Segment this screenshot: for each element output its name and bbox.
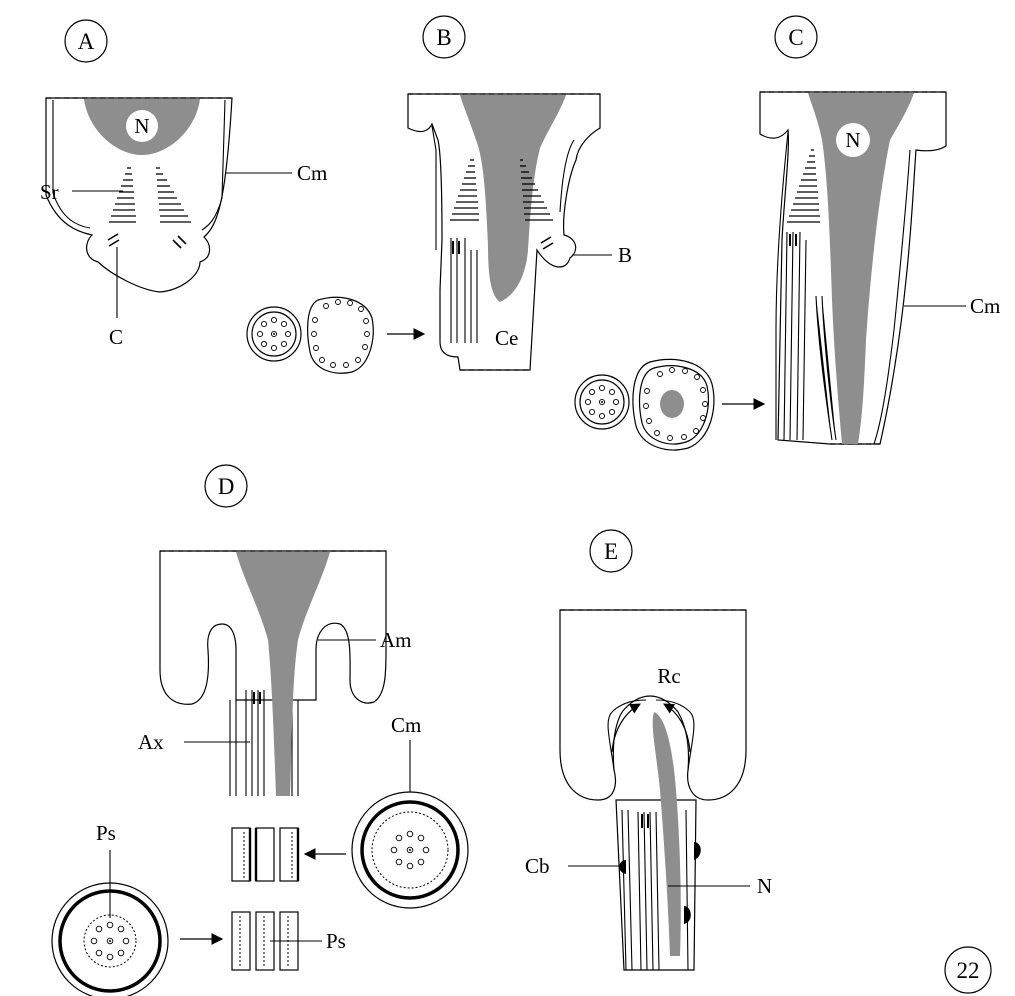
panel-e-rc-label: Rc	[657, 664, 680, 688]
panel-e: E Rc Cb N	[525, 530, 772, 970]
panel-c-label: C	[788, 25, 803, 50]
panel-b: B	[247, 16, 632, 373]
panel-e-cb-label: Cb	[525, 854, 550, 878]
panel-a-sr-label: Sr	[40, 180, 59, 204]
panel-a-c-label: C	[109, 325, 123, 349]
panel-d: D Am Ax Cm	[52, 465, 468, 996]
panel-d-flagellum-left-c	[258, 690, 264, 796]
panel-d-flagellum-left-b	[246, 690, 252, 796]
panel-c-cross-section-flagellum	[575, 375, 629, 429]
panel-d-am-label: Am	[380, 628, 412, 652]
panel-a-label: A	[78, 29, 95, 54]
panel-d-label: D	[218, 474, 235, 499]
panel-a-cm-label: Cm	[297, 161, 327, 185]
panel-d-cm-label: Cm	[391, 713, 421, 737]
panel-c-nucleus-label: N	[845, 128, 860, 152]
panel-a-nucleus-label: N	[134, 114, 149, 138]
panel-b-cross-section-cell	[308, 297, 374, 373]
panel-a: A N Sr Cm C	[40, 20, 327, 349]
panel-d-flagellum-left-a	[230, 700, 236, 796]
panel-c-cm-label: Cm	[970, 294, 1000, 318]
panel-d-flagellum-right	[292, 700, 298, 796]
panel-b-b-label: B	[618, 243, 632, 267]
panel-e-cytoplasmic-bead-upper	[694, 842, 701, 860]
panel-d-section-ring-cm	[352, 792, 468, 908]
panel-d-longitudinal-section-upper	[232, 828, 298, 881]
panel-b-label: B	[436, 25, 451, 50]
panel-e-cell-outline	[560, 610, 746, 800]
panel-c-section-nucleus	[660, 390, 684, 418]
panel-c: C N Cm	[575, 16, 1000, 450]
panel-d-ps-right-label: Ps	[326, 929, 346, 953]
panel-b-cross-section-flagellum	[247, 307, 301, 361]
plate-number: 22	[957, 958, 980, 983]
panel-b-ce-label: Ce	[495, 326, 518, 350]
panel-d-ax-label: Ax	[138, 730, 164, 754]
panel-e-n-label: N	[757, 874, 772, 898]
panel-c-cross-section-cell	[633, 359, 714, 450]
panel-d-ps-left-label: Ps	[96, 821, 116, 845]
panel-e-label: E	[604, 539, 618, 564]
panel-b-membrane-inner-left	[432, 126, 436, 250]
